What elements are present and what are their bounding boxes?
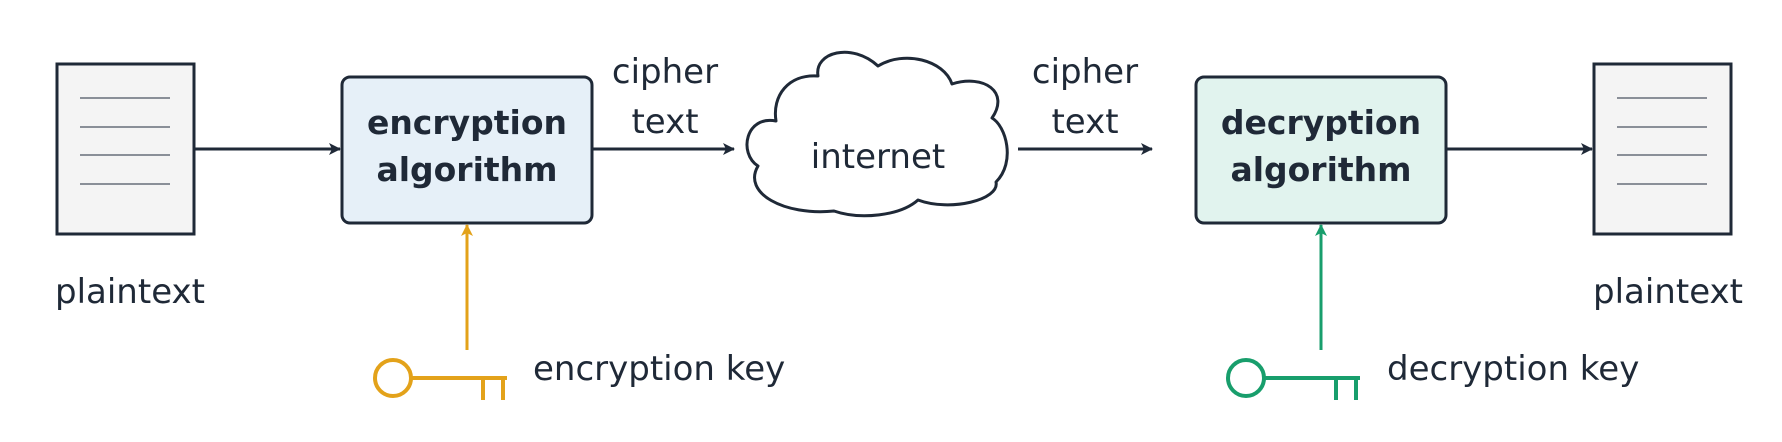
decryption-box-line1: decryption bbox=[1221, 103, 1421, 142]
plaintext-document-right bbox=[1592, 62, 1733, 236]
plaintext-label-right: plaintext bbox=[1593, 272, 1743, 312]
encryption-algorithm-box: encryption algorithm bbox=[340, 75, 594, 225]
cipher-text-label-left-line1: cipher bbox=[612, 52, 718, 92]
encryption-box-line2: algorithm bbox=[376, 150, 557, 189]
internet-cloud: internet bbox=[745, 50, 1009, 218]
decryption-key-label: decryption key bbox=[1387, 349, 1639, 389]
cloud-icon bbox=[745, 50, 1009, 218]
cipher-text-label-right-line1: cipher bbox=[1032, 52, 1138, 92]
document-icon bbox=[55, 62, 196, 236]
cipher-text-label-right-line2: text bbox=[1051, 102, 1118, 142]
document-icon bbox=[1592, 62, 1733, 236]
plaintext-label-left: plaintext bbox=[55, 272, 205, 312]
encryption-key-icon bbox=[373, 358, 507, 400]
encryption-box-line1: encryption bbox=[367, 103, 567, 142]
decryption-box-line2: algorithm bbox=[1230, 150, 1411, 189]
encryption-key-label: encryption key bbox=[533, 349, 785, 389]
decryption-algorithm-box: decryption algorithm bbox=[1194, 75, 1448, 225]
decryption-key-icon bbox=[1226, 358, 1360, 400]
cipher-text-label-left-line2: text bbox=[631, 102, 698, 142]
plaintext-document-left bbox=[55, 62, 196, 236]
internet-label: internet bbox=[811, 137, 945, 177]
